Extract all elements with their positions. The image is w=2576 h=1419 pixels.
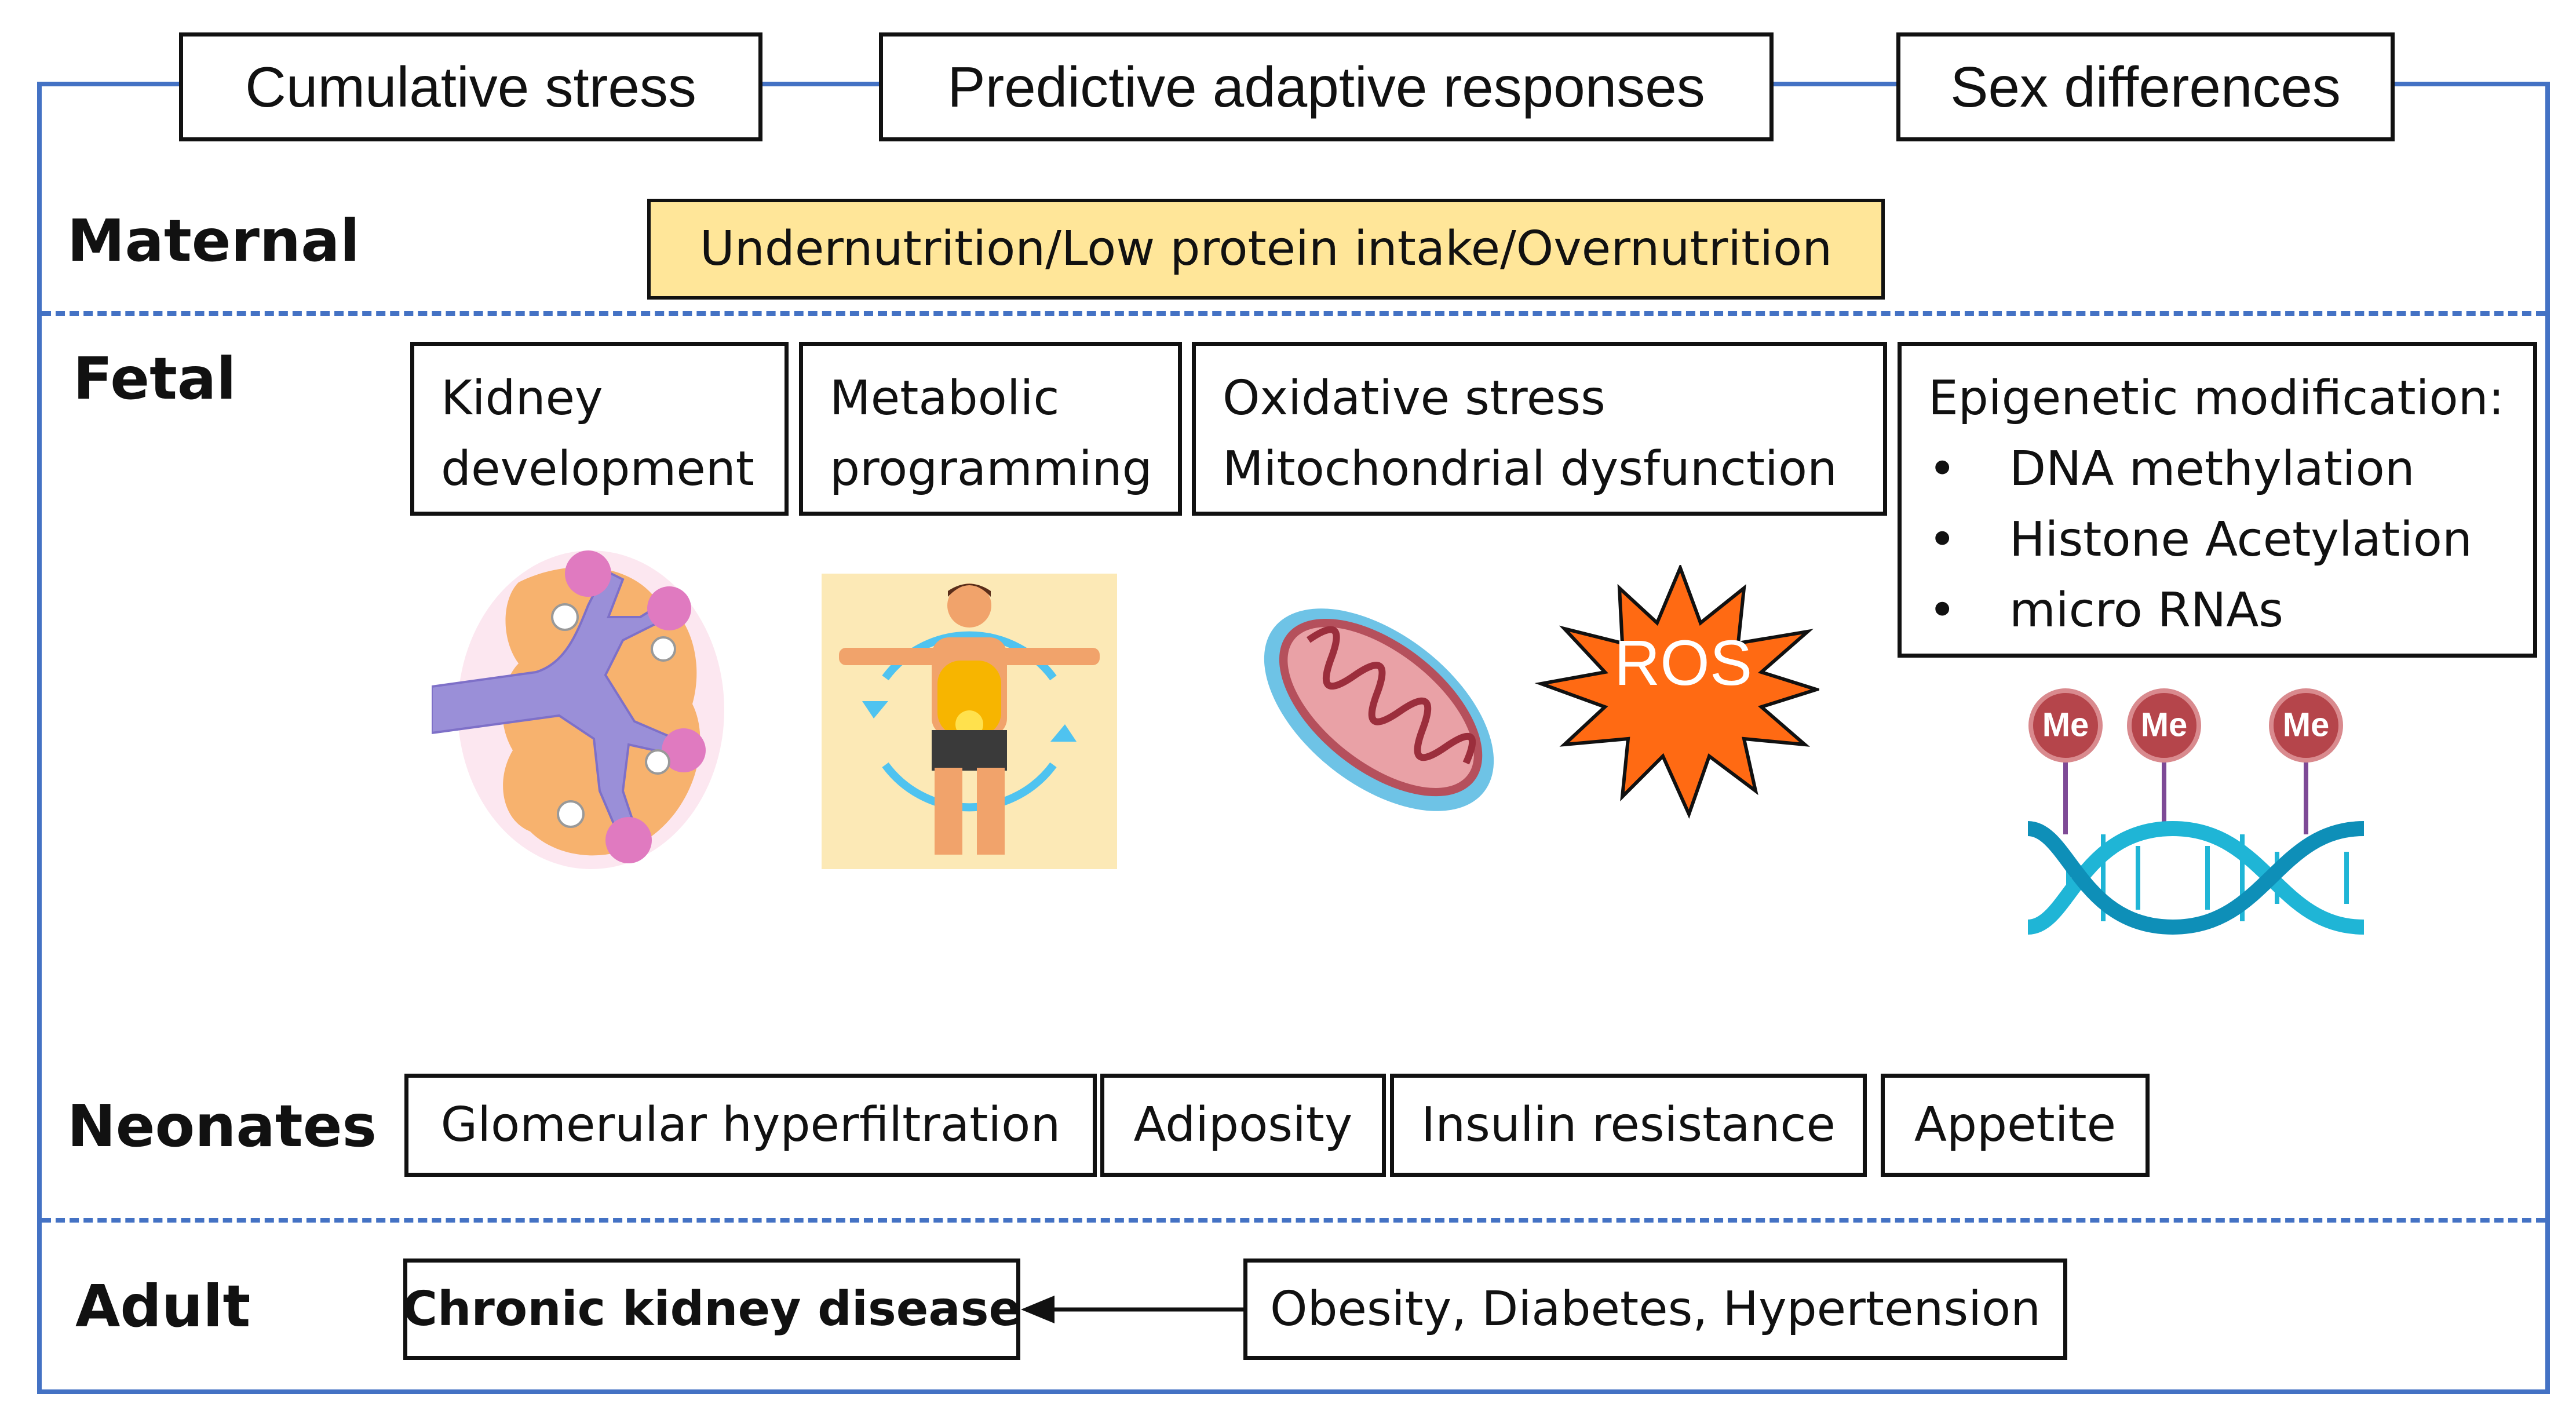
adult-comorbidities-box: Obesity, Diabetes, Hypertension: [1243, 1259, 2067, 1360]
neonate-insulin-resistance-box: Insulin resistance: [1390, 1074, 1867, 1177]
metabolic-programming-line-1: Metabolic: [830, 371, 1060, 426]
neonate-adiposity-box: Adiposity: [1100, 1074, 1386, 1177]
epigenetic-item-label: micro RNAs: [2009, 583, 2284, 638]
ros-label: ROS: [1614, 628, 1752, 699]
epigenetic-item: • DNA methylation: [1928, 434, 2506, 505]
methyl-label: Me: [2042, 706, 2089, 743]
stage-label-fetal: Fetal: [73, 345, 236, 413]
epigenetic-item-label: DNA methylation: [2009, 442, 2415, 497]
frame-top-connector: [1774, 82, 1896, 86]
header-sex-differences: Sex differences: [1896, 32, 2395, 141]
ros-burst-icon: [1534, 565, 1819, 819]
methyl-label: Me: [2141, 706, 2188, 743]
dna-methylation-icon: Me Me Me: [2027, 688, 2365, 935]
separator-neonates-adult: [42, 1218, 2545, 1223]
header-cumulative-stress: Cumulative stress: [179, 32, 762, 141]
oxidative-stress-line-2: Mitochondrial dysfunction: [1223, 442, 1837, 497]
bullet-icon: •: [1928, 512, 1957, 567]
kidney-development-line-2: development: [441, 442, 754, 497]
stage-label-neonates: Neonates: [67, 1092, 377, 1160]
epigenetic-title: Epigenetic modification:: [1928, 371, 2505, 426]
bullet-icon: •: [1928, 583, 1957, 638]
stage-label-maternal: Maternal: [67, 207, 360, 275]
kidney-development-line-1: Kidney: [441, 371, 603, 426]
oxidative-stress-line-1: Oxidative stress: [1223, 371, 1606, 426]
frame-top-connector: [762, 82, 879, 86]
oxidative-stress-box: Oxidative stress Mitochondrial dysfuncti…: [1192, 342, 1887, 516]
stage-label-adult: Adult: [75, 1272, 251, 1340]
kidney-icon: [432, 550, 724, 869]
metabolic-programming-box: Metabolic programming: [799, 342, 1182, 516]
bullet-icon: •: [1928, 442, 1957, 497]
arrow-left-icon: [1021, 1296, 1246, 1323]
separator-maternal-fetal: [42, 311, 2545, 316]
human-body-icon: [822, 574, 1117, 869]
neonate-appetite-box: Appetite: [1881, 1074, 2150, 1177]
header-predictive-adaptive-responses: Predictive adaptive responses: [879, 32, 1774, 141]
epigenetic-modification-box: Epigenetic modification: • DNA methylatio…: [1898, 342, 2537, 658]
kidney-development-box: Kidney development: [410, 342, 789, 516]
methyl-label: Me: [2283, 706, 2330, 743]
neonate-glomerular-hyperfiltration-box: Glomerular hyperfiltration: [404, 1074, 1097, 1177]
adult-chronic-kidney-disease-box: Chronic kidney disease: [403, 1259, 1021, 1360]
mitochondrion-icon: ROS: [1264, 565, 1819, 819]
metabolic-programming-line-2: programming: [830, 442, 1152, 497]
epigenetic-item: • Histone Acetylation: [1928, 505, 2506, 575]
maternal-factors-box: Undernutrition/Low protein intake/Overnu…: [647, 199, 1885, 300]
epigenetic-item: • micro RNAs: [1928, 575, 2506, 646]
epigenetic-item-label: Histone Acetylation: [2009, 512, 2472, 567]
